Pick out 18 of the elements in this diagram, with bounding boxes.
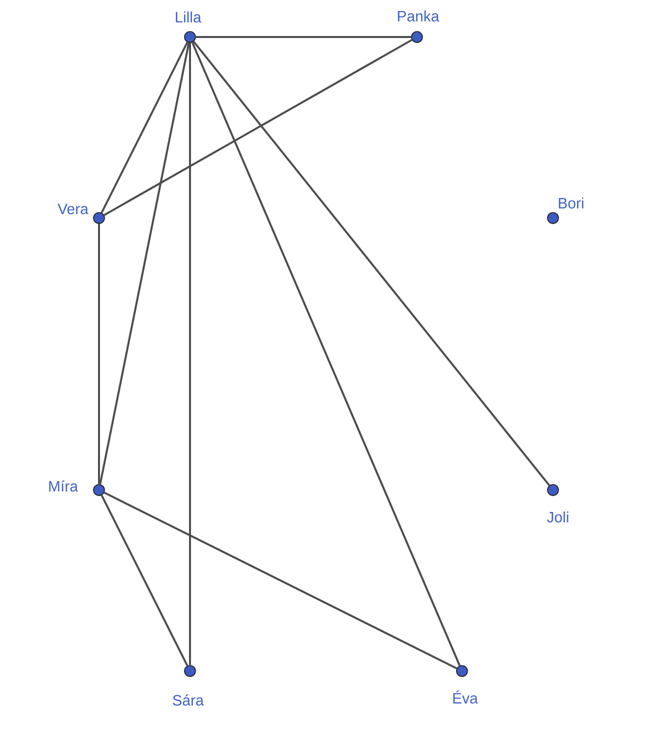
edge <box>104 492 458 670</box>
node-label: Lilla <box>176 12 202 23</box>
edge <box>104 39 412 216</box>
edge <box>98 224 100 484</box>
edge <box>189 42 191 666</box>
node-label: Éva <box>453 690 478 704</box>
edge <box>192 41 550 486</box>
node-label: Bori <box>558 198 584 209</box>
edge <box>100 42 188 214</box>
edge <box>99 42 190 484</box>
edge <box>100 494 188 666</box>
node-label: Míra <box>49 480 78 492</box>
node-label: Panka <box>398 10 440 22</box>
node-label: Joli <box>546 512 568 523</box>
edge <box>191 42 461 666</box>
node-label: Vera <box>58 204 88 214</box>
node-label: Sára <box>172 694 204 706</box>
edge <box>196 36 412 38</box>
